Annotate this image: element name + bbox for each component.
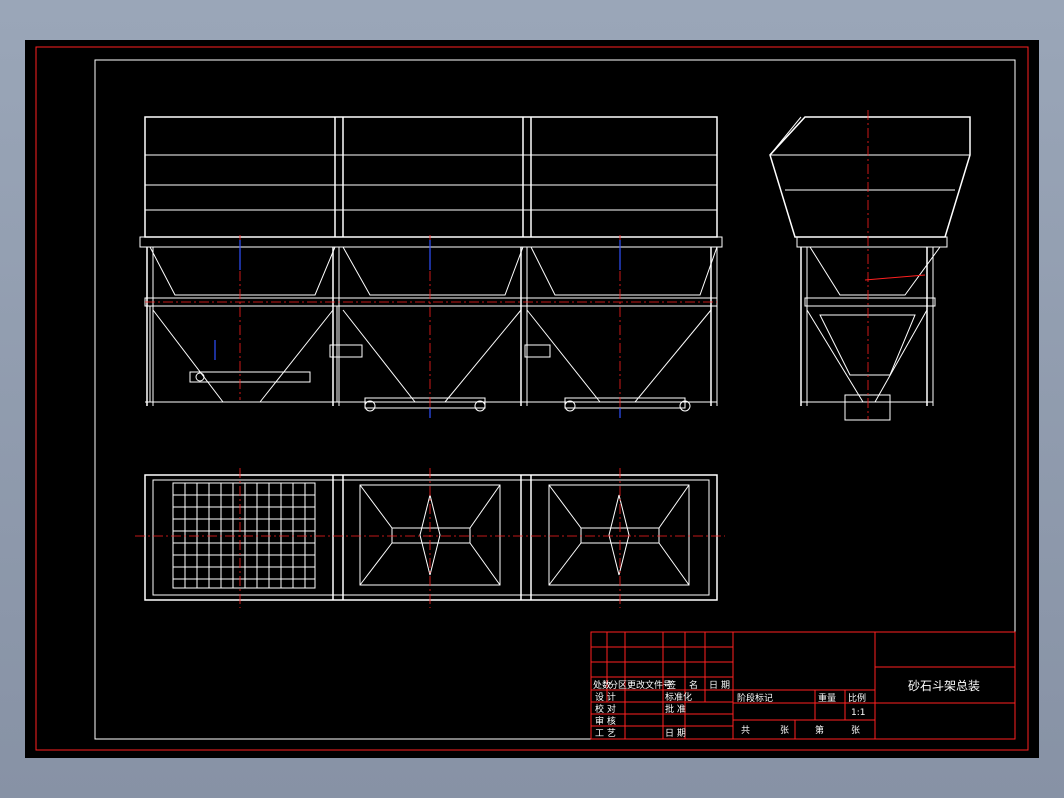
weight-label: 重量 <box>818 692 836 704</box>
stage-label: 阶段标记 <box>737 692 773 704</box>
front-view <box>139 116 723 418</box>
cad-drawing-canvas: 处数 分区 更改文件号 签 名 日 期 设 计 校 对 审 核 工 艺 标准化 … <box>25 40 1039 758</box>
top-view-grid <box>173 483 315 588</box>
sheet-label: 张 <box>780 725 789 736</box>
sheet-total-label: 共 <box>741 725 750 736</box>
side-view <box>769 110 971 421</box>
rev-col-4: 签 <box>667 679 676 691</box>
row-check: 校 对 <box>595 703 616 715</box>
rev-col-1: 处数 <box>593 679 611 691</box>
outer-border <box>35 46 1029 751</box>
rev-col-5: 名 <box>689 679 698 691</box>
title-block: 处数 分区 更改文件号 签 名 日 期 设 计 校 对 审 核 工 艺 标准化 … <box>590 631 1016 740</box>
row-approve: 批 准 <box>665 703 686 715</box>
sheet-label-2: 张 <box>851 725 860 736</box>
scale-value: 1:1 <box>851 708 865 718</box>
rev-col-7: 期 <box>721 680 730 691</box>
rev-col-6: 日 <box>709 680 718 691</box>
drawing-title: 砂石斗架总装 <box>908 679 980 693</box>
scale-label: 比例 <box>848 692 866 704</box>
sheet-no-label: 第 <box>815 724 824 736</box>
row-design: 设 计 <box>595 691 616 703</box>
top-view <box>135 468 725 608</box>
row-date: 日 期 <box>665 728 686 739</box>
row-standard: 标准化 <box>665 691 692 703</box>
inner-frame <box>94 59 1016 740</box>
row-review: 审 核 <box>595 715 616 727</box>
rev-col-2: 分区 <box>609 680 627 691</box>
drawing-svg: 处数 分区 更改文件号 签 名 日 期 设 计 校 对 审 核 工 艺 标准化 … <box>35 46 1029 751</box>
rev-col-3: 更改文件号 <box>627 679 672 691</box>
row-process: 工 艺 <box>595 728 616 739</box>
